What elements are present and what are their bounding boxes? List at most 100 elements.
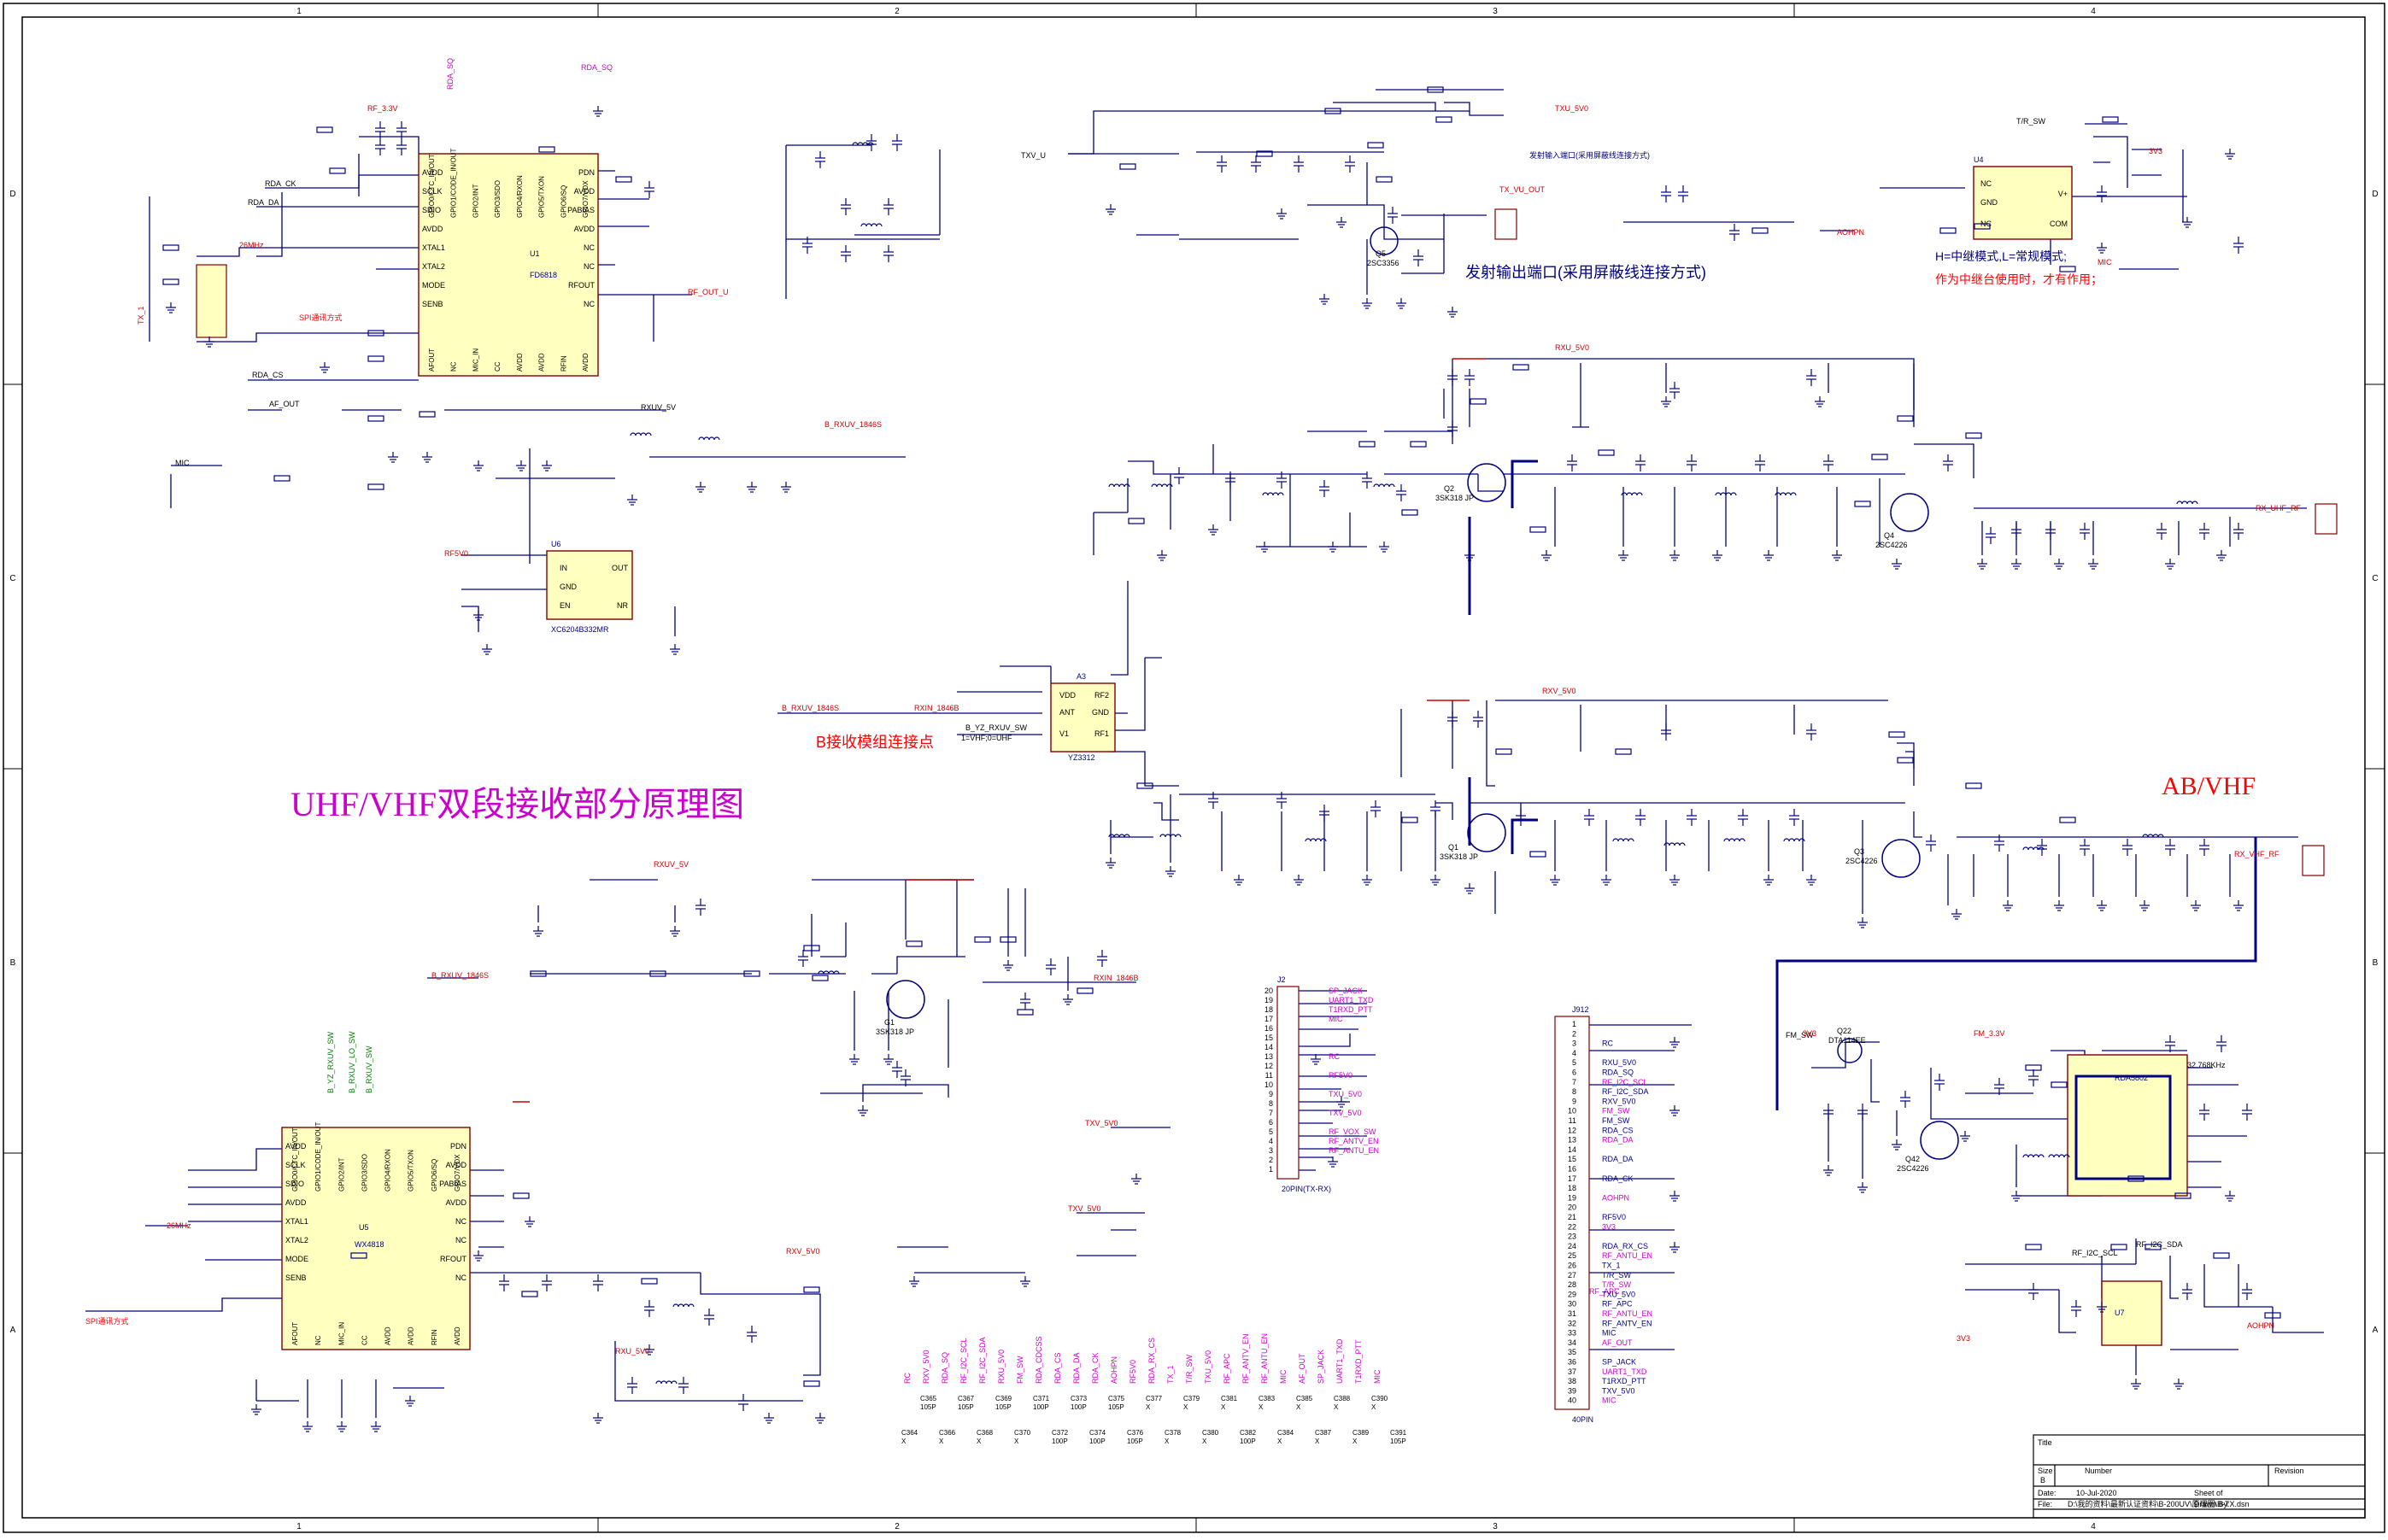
net-tx1: TX_1 (137, 306, 145, 325)
capacitor (1806, 369, 1816, 386)
ground-symbol (1276, 208, 1287, 220)
u5-pin-bottom: NC (314, 1335, 322, 1345)
j912-pin-number: 39 (1568, 1386, 1576, 1395)
ground-symbol (1447, 307, 1458, 318)
capacitor (883, 245, 894, 262)
ground-symbol (1857, 917, 1868, 928)
tb-revision-label: Revision (2274, 1467, 2304, 1475)
u5-pin-right: NC (455, 1274, 466, 1282)
resistor (1017, 1009, 1034, 1016)
ground-symbol (1763, 550, 1774, 561)
j2-pin-name: RF_ANTV_EN (1329, 1137, 1379, 1145)
ground-symbol (1669, 1191, 1680, 1202)
bottom-part-ref: C370 (1014, 1429, 1031, 1437)
j912-pin-number: 22 (1568, 1222, 1576, 1231)
net-b-yz: B_YZ_RXUV_SW (965, 723, 1028, 732)
ground-symbol (388, 452, 398, 463)
u6-ref: U6 (551, 540, 561, 548)
j912-pin-name: RF_I2C_SDA (1602, 1087, 1649, 1096)
u1-pin-top: GPIO3/SDO (494, 180, 502, 218)
capacitor (1447, 420, 1458, 437)
capacitor (2242, 1104, 2252, 1121)
bottom-net-label: FM_SW (1016, 1356, 1024, 1384)
j2-pin-number: 2 (1269, 1156, 1273, 1164)
inductor (1783, 838, 1805, 842)
capacitor (1276, 471, 1287, 489)
resistor (1615, 748, 1632, 755)
capacitor (1174, 467, 1184, 484)
row-label: A (2373, 1326, 2379, 1335)
ground-symbol (1977, 559, 1987, 570)
inductor (698, 436, 720, 441)
resistor (974, 936, 991, 943)
u5-pin-left: SDIO (285, 1180, 304, 1188)
u5-pin-top: GPIO0/CTC_IN/OUT (291, 1127, 299, 1192)
resistor (2051, 1081, 2068, 1088)
ground-symbol (1336, 217, 1347, 228)
capacitor (396, 121, 407, 138)
ground-symbol (1806, 875, 1816, 886)
bottom-net-label: RDA_SQ (941, 1352, 949, 1384)
inductor (1373, 483, 1395, 488)
ground-symbol (1208, 524, 1218, 536)
resistor (1529, 851, 1546, 858)
capacitor (2199, 839, 2209, 856)
capacitor (1635, 454, 1646, 471)
bottom-part-ref: C391 (1390, 1429, 1407, 1437)
bottom-part-value: X (1352, 1438, 1358, 1445)
resistor (1495, 748, 1512, 755)
capacitor (1388, 207, 1398, 224)
ground-symbol (1669, 1242, 1680, 1253)
ground-symbol (371, 1421, 381, 1432)
capacitor (2045, 523, 2056, 540)
inductor (1108, 834, 1130, 838)
spi-mode-2: SPI通讯方式 (85, 1316, 129, 1326)
row-label: C (9, 574, 15, 583)
u5-pin-left: MODE (285, 1255, 308, 1263)
tb-number-label: Number (2085, 1467, 2112, 1475)
ground-symbol (1464, 883, 1475, 894)
j912-pin-name: TXV_5V0 (1602, 1386, 1635, 1395)
u5-pin-top: GPIO1/CODE_IN/OUT (314, 1122, 322, 1192)
ground-symbol (2011, 559, 2021, 570)
transistor-part: 3SK318 JP (1440, 852, 1478, 861)
capacitor (1661, 723, 1671, 741)
j912-pin-name: FM_SW (1602, 1116, 1630, 1125)
ground-symbol (1020, 1276, 1030, 1287)
connector-j4 (1494, 208, 1517, 240)
capacitor (1251, 155, 1261, 173)
chip-u6 (546, 550, 633, 620)
u1-pin-top: GPIO4/RXON (516, 175, 524, 218)
ground-symbol (2003, 900, 2013, 911)
bottom-net-label: RDA_CS (1053, 1352, 1062, 1384)
ground-symbol (473, 610, 484, 621)
resistor (1410, 441, 1427, 448)
net-aohpn2: AOHPN (2247, 1321, 2274, 1330)
bottom-part-value: X (1146, 1403, 1151, 1411)
net-af-out: AF_OUT (269, 400, 300, 408)
j912-pin-number: 8 (1572, 1087, 1576, 1096)
bottom-net-label: T/R_SW (1185, 1354, 1194, 1384)
j2-pin-number: 7 (1269, 1109, 1273, 1117)
bottom-part-value: 105P (1390, 1438, 1406, 1445)
j912-pin-number: 6 (1572, 1069, 1576, 1077)
ground-symbol (2097, 900, 2107, 911)
ground-symbol (1601, 875, 1611, 886)
capacitor (1217, 155, 1227, 173)
j912-pin-number: 32 (1568, 1319, 1576, 1327)
net-txu5v: TXU_5V0 (1555, 104, 1588, 113)
transistor-part: 3SK318 JP (876, 1028, 914, 1036)
capacitor (1319, 480, 1329, 497)
chip-a3 (1050, 682, 1116, 752)
net-rxin-b: RXIN_1846B (1094, 974, 1139, 982)
transistor-part: 2SC4226 (1845, 857, 1878, 865)
j2-pin-number: 12 (1264, 1062, 1273, 1070)
resistor (906, 940, 923, 947)
resistor (1888, 731, 1905, 738)
inductor (672, 1303, 695, 1308)
ground-symbol (1618, 550, 1628, 561)
ground-symbol (2216, 550, 2227, 561)
resistor (521, 1291, 538, 1297)
bottom-part-ref: C380 (1202, 1429, 1219, 1437)
